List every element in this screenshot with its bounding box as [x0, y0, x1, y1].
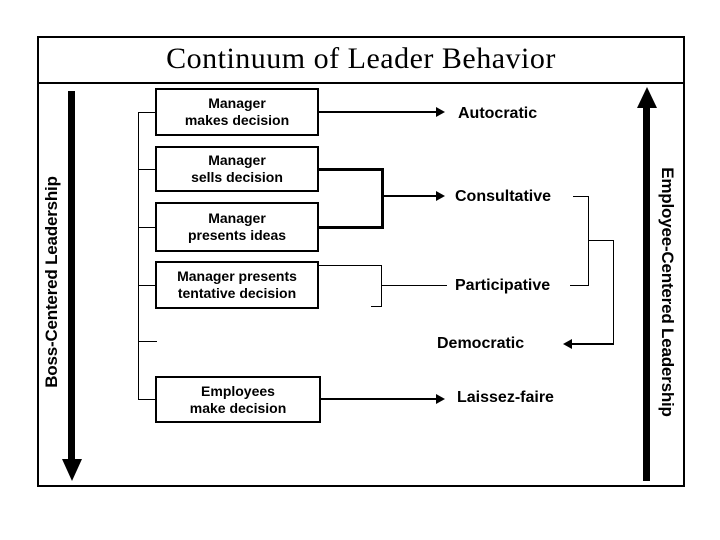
laissez-faire-arrow-line [320, 398, 436, 400]
autocratic-arrow-line [318, 111, 436, 113]
spine-stub-3 [139, 227, 155, 228]
democratic-arrow-line [572, 343, 614, 345]
laissez-faire-arrowhead-icon [436, 394, 445, 404]
spine-stub-2 [139, 169, 155, 170]
title-bar: Continuum of Leader Behavior [37, 36, 685, 84]
style-label-laissez-faire: Laissez-faire [457, 389, 554, 406]
consultative-arrow-line [384, 195, 436, 197]
right-bracket-drop-vertical [613, 240, 614, 344]
employee-axis-label: Employee-Centered Leadership [658, 167, 677, 417]
spine-stub-5 [139, 341, 157, 342]
employee-axis-arrowhead-icon [637, 87, 657, 108]
box-manager-presents-ideas: Manager presents ideas [155, 202, 319, 252]
box-manager-sells-decision: Manager sells decision [155, 146, 319, 192]
consultative-arrowhead-icon [436, 191, 445, 201]
right-bracket-participative-line [570, 285, 588, 286]
participative-bracket-top [318, 265, 381, 266]
boss-axis-label: Boss-Centered Leadership [42, 176, 61, 388]
style-label-democratic: Democratic [437, 335, 525, 352]
participative-connector-line [381, 285, 447, 286]
style-label-consultative: Consultative [455, 188, 552, 205]
participative-bracket-tick [371, 306, 381, 307]
box-label: Manager makes decision [184, 95, 290, 128]
spine-stub-6 [139, 399, 155, 400]
spine-stub-4 [139, 285, 155, 286]
box-employees-make-decision: Employees make decision [155, 376, 321, 423]
box-label: Manager sells decision [191, 152, 283, 185]
box-manager-presents-tentative-decision: Manager presents tentative decision [155, 261, 319, 309]
consultative-bracket-top [318, 168, 384, 171]
boss-axis-arrowhead-icon [62, 459, 82, 481]
spine-stub-1 [139, 112, 155, 113]
style-label-participative: Participative [455, 277, 551, 294]
autocratic-arrowhead-icon [436, 107, 445, 117]
box-label: Manager presents ideas [187, 210, 287, 243]
box-manager-makes-decision: Manager makes decision [155, 88, 319, 136]
employee-axis-arrow-shaft [643, 107, 650, 481]
page-title: Continuum of Leader Behavior [166, 42, 556, 75]
box-label: Manager presents tentative decision [177, 268, 297, 301]
consultative-bracket-vertical [381, 168, 384, 229]
democratic-arrowhead-icon [563, 339, 572, 349]
style-label-autocratic: Autocratic [458, 105, 538, 122]
box-label: Employees make decision [189, 382, 287, 416]
left-spine-line [138, 112, 139, 400]
right-bracket-mid-line [588, 240, 613, 241]
right-bracket-consultative-line [573, 196, 588, 197]
participative-bracket-vertical [381, 265, 382, 307]
boss-axis-arrow-shaft [68, 91, 75, 459]
right-bracket-vertical [588, 196, 589, 286]
consultative-bracket-bottom [318, 226, 384, 229]
